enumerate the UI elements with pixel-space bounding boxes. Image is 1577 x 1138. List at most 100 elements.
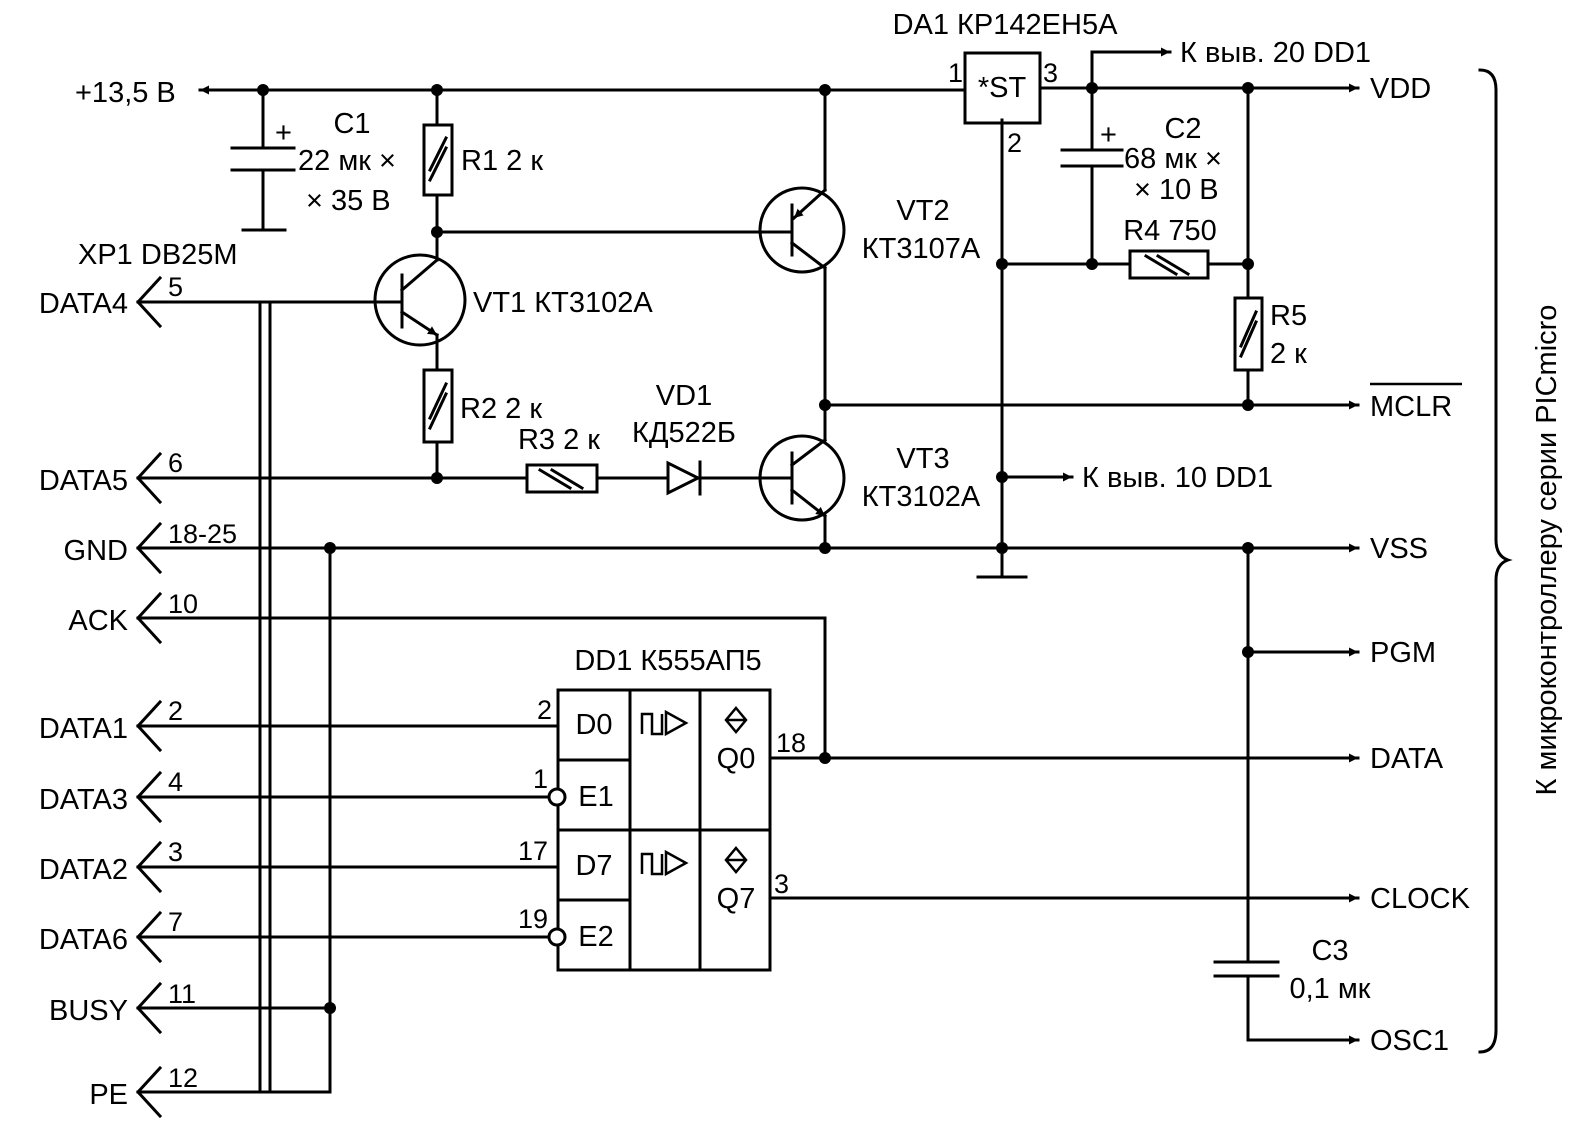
svg-text:VT1 КТ3102А: VT1 КТ3102А [473,287,653,319]
svg-text:1: 1 [533,764,548,794]
svg-text:DATA: DATA [1370,743,1444,775]
connector-signal-data6: DATA6 7 [39,907,183,956]
resistor-r1: R1 2 к [422,123,543,197]
regulator-da1: *ST DA1 КР142ЕН5А 1 3 2 [893,9,1119,158]
svg-text:R1 2 к: R1 2 к [461,145,543,177]
svg-text:× 35 В: × 35 В [306,185,391,217]
svg-text:CLOCK: CLOCK [1370,883,1471,915]
svg-text:11: 11 [168,979,196,1009]
svg-text:DATA4: DATA4 [39,288,128,320]
svg-text:D0: D0 [575,709,612,741]
svg-text:5: 5 [168,272,183,302]
resistor-r4: R4 750 [1123,215,1217,280]
svg-text:19: 19 [518,904,548,934]
connector-xp1: XP1 DB25M DATA4 5 DATA5 6 GND 18-25 ACK … [39,239,238,1111]
svg-text:7: 7 [168,907,183,937]
svg-text:22 мк ×: 22 мк × [298,145,396,177]
connector-signal-data1: DATA1 2 [39,696,183,745]
svg-text:3: 3 [1043,58,1058,88]
svg-text:2: 2 [168,696,183,726]
svg-text:18-25: 18-25 [168,519,237,549]
buffer-icon [640,709,689,877]
connector-signal-data2: DATA2 3 [39,837,183,886]
svg-text:E2: E2 [578,921,613,953]
svg-text:DD1 К555АП5: DD1 К555АП5 [574,645,761,677]
output-arrows [1038,47,1360,1045]
transistor-vt3: VT3 КТ3102А [758,434,981,522]
svg-text:ACK: ACK [68,605,128,637]
connector-chevrons [135,275,163,1119]
resistor-r3: R3 2 к [518,424,600,494]
svg-text:VDD: VDD [1370,73,1431,105]
transistor-vt1: VT1 КТ3102А [370,253,653,347]
svg-text:E1: E1 [578,781,613,813]
svg-text:0,1 мк: 0,1 мк [1290,973,1371,1005]
svg-text:DATA1: DATA1 [39,713,128,745]
svg-text:XP1 DB25M: XP1 DB25M [78,239,238,271]
svg-text:VSS: VSS [1370,533,1428,565]
svg-text:6: 6 [168,448,183,478]
svg-text:+: + [275,117,292,149]
svg-text:2 к: 2 к [1270,338,1307,370]
resistor-r2: R2 2 к [422,368,542,444]
svg-text:R5: R5 [1270,300,1307,332]
svg-text:PE: PE [89,1079,128,1111]
three-state-icon [724,706,748,874]
chip-dd1: DD1 К555АП5 D0 E1 D7 E2 Q0 Q7 2 1 17 19 … [518,645,806,972]
svg-text:C3: C3 [1311,935,1348,967]
svg-text:R4 750: R4 750 [1123,215,1217,247]
svg-text:BUSY: BUSY [49,995,128,1027]
svg-text:R2 2 к: R2 2 к [460,393,542,425]
connector-signal-data5: DATA5 6 [39,448,183,497]
svg-text:2: 2 [537,695,552,725]
svg-text:4: 4 [168,767,183,797]
svg-text:68 мк ×: 68 мк × [1124,143,1222,175]
svg-text:DATA3: DATA3 [39,784,128,816]
svg-text:D7: D7 [575,850,612,882]
wires [136,50,1337,1094]
svg-text:3: 3 [774,869,789,899]
svg-text:Q0: Q0 [717,743,756,775]
connector-signal-busy: BUSY 11 [49,979,196,1027]
svg-text:*ST: *ST [978,72,1027,104]
svg-text:12: 12 [168,1063,198,1093]
svg-text:10: 10 [168,589,198,619]
svg-text:3: 3 [168,837,183,867]
capacitor-c1: + C1 22 мк × × 35 В [230,108,396,217]
svg-text:2: 2 [1007,128,1022,158]
svg-text:MCLR: MCLR [1370,391,1452,423]
connector-signal-data3: DATA3 4 [39,767,183,816]
svg-text:К микроконтроллеру серии PICmi: К микроконтроллеру серии PICmicro [1531,305,1563,796]
junction-dots [257,82,1254,1014]
svg-text:КД522Б: КД522Б [632,417,736,449]
capacitor-c2: + C2 68 мк × × 10 В [1060,113,1222,206]
svg-text:VT2: VT2 [896,195,949,227]
svg-text:КТ3102А: КТ3102А [862,481,981,513]
svg-text:DATA6: DATA6 [39,924,128,956]
svg-text:R3 2 к: R3 2 к [518,424,600,456]
svg-text:GND: GND [64,535,128,567]
output-labels: VDD MCLR VSS PGM DATA CLOCK OSC1 [1370,73,1471,1057]
svg-text:DA1 КР142ЕН5А: DA1 КР142ЕН5А [893,9,1119,41]
connector-signal-gnd: GND 18-25 [64,519,238,567]
supply-label: +13,5 В [75,77,176,109]
svg-text:× 10 В: × 10 В [1134,174,1219,206]
svg-text:КТ3107А: КТ3107А [862,233,981,265]
connector-signal-pe: PE 12 [89,1063,198,1111]
svg-text:Q7: Q7 [717,883,756,915]
note-dd1-pin20: К выв. 20 DD1 [1180,37,1371,69]
note-dd1-pin10: К выв. 10 DD1 [1082,462,1273,494]
transistor-vt2: VT2 КТ3107А [758,186,981,274]
svg-text:+: + [1100,119,1117,151]
svg-text:C2: C2 [1164,113,1201,145]
output-bracket: К микроконтроллеру серии PICmicro [1478,68,1563,1054]
svg-text:DATA2: DATA2 [39,854,128,886]
svg-text:17: 17 [518,836,548,866]
svg-text:VT3: VT3 [896,443,949,475]
svg-text:C1: C1 [333,108,370,140]
svg-text:OSC1: OSC1 [1370,1025,1449,1057]
svg-text:1: 1 [948,58,963,88]
diode-vd1: VD1 КД522Б [632,380,736,496]
resistor-r5: R5 2 к [1233,296,1307,372]
